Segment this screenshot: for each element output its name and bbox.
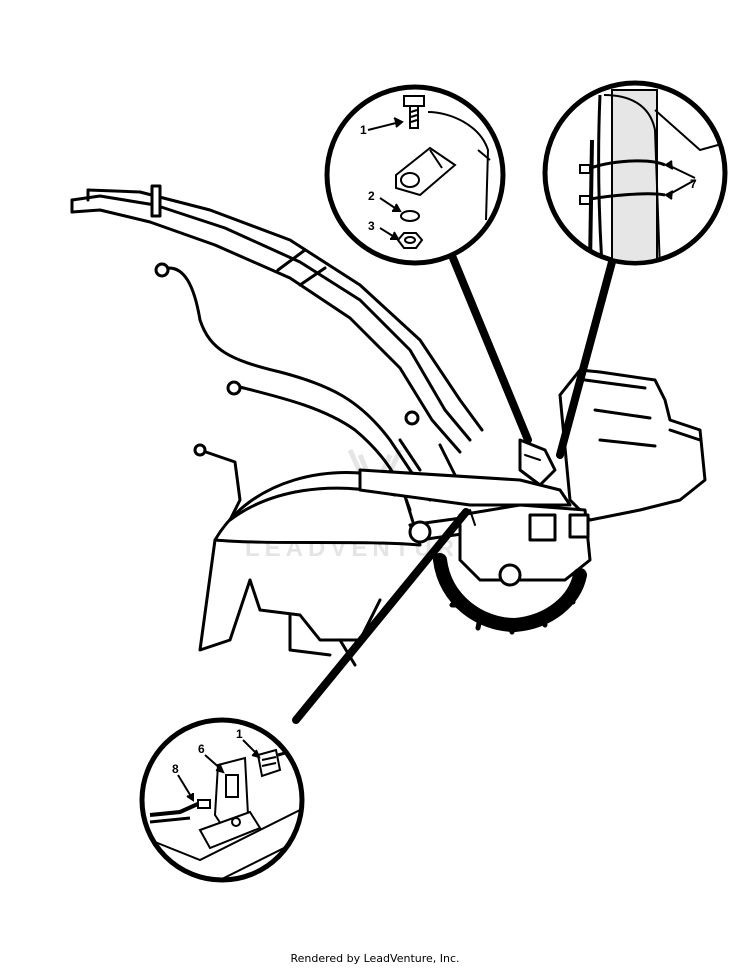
leader-lines — [292, 254, 616, 724]
callout-8-wire: 8 — [172, 762, 179, 776]
callout-6-bracket: 6 — [198, 742, 205, 756]
callout-1-bolt: 1 — [360, 123, 367, 137]
tiller-illustration — [70, 184, 707, 667]
detail-circle-bolt-assembly: 1 2 3 — [324, 84, 506, 266]
callout-2-washer: 2 — [368, 189, 375, 203]
callout-7-cable-tie: 7 — [690, 177, 697, 191]
callout-1-switch: 1 — [236, 727, 243, 741]
footer-credit: Rendered by LeadVenture, Inc. — [290, 952, 460, 965]
detail-circle-switch-bracket: 8 6 1 — [139, 717, 305, 883]
callout-3-nut: 3 — [368, 219, 375, 233]
detail-circle-cable-ties: 7 — [542, 80, 728, 266]
